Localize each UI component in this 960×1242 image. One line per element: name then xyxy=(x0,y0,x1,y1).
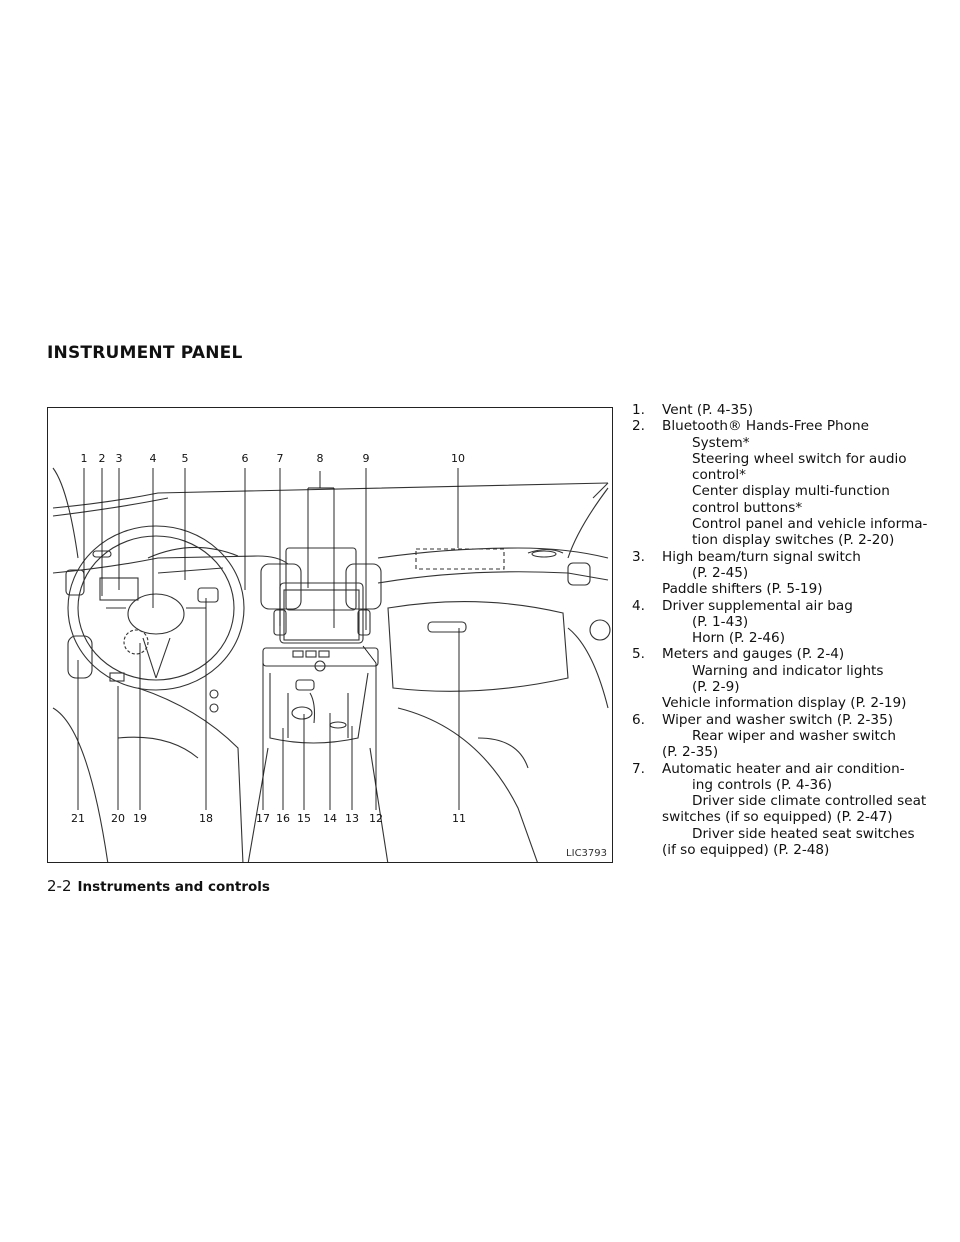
legend-item-6: 6. Wiper and washer switch (P. 2-35) Rea… xyxy=(632,712,932,761)
page-footer: 2-2 Instruments and controls xyxy=(47,877,270,895)
callout-4: 4 xyxy=(149,452,157,465)
item-line: control* xyxy=(692,467,746,484)
callout-9: 9 xyxy=(362,452,370,465)
item-line: (P. 1-43) xyxy=(692,613,749,630)
item-line: Driver side climate controlled seat xyxy=(692,793,927,810)
callout-5: 5 xyxy=(181,452,189,465)
callout-1: 1 xyxy=(80,452,88,465)
callout-20: 20 xyxy=(111,812,125,825)
instrument-panel-drawing xyxy=(52,467,611,862)
page-number: 2-2 xyxy=(47,877,72,895)
item-line: Driver supplemental air bag xyxy=(662,597,853,614)
item-number: 2. xyxy=(632,418,645,435)
legend-item-4: 4. Driver supplemental air bag (P. 1-43)… xyxy=(632,598,932,647)
item-line: Warning and indicator lights xyxy=(692,662,884,679)
item-line: System* xyxy=(692,434,750,451)
item-line: (P. 2-9) xyxy=(692,679,740,696)
legend-item-7: 7. Automatic heater and air condition- i… xyxy=(632,761,932,859)
callout-19: 19 xyxy=(133,812,147,825)
item-line: Wiper and washer switch (P. 2-35) xyxy=(662,711,894,728)
item-number: 4. xyxy=(632,597,645,614)
item-number: 1. xyxy=(632,402,645,418)
item-line: Paddle shifters (P. 5-19) xyxy=(662,581,823,598)
item-line: Bluetooth® Hands-Free Phone xyxy=(662,418,869,435)
item-line: Steering wheel switch for audio xyxy=(692,450,907,467)
callout-18: 18 xyxy=(199,812,213,825)
callout-10: 10 xyxy=(451,452,465,465)
legend-item-2: 2. Bluetooth® Hands-Free Phone System* S… xyxy=(632,418,932,548)
item-line: Horn (P. 2-46) xyxy=(692,630,786,647)
item-number: 7. xyxy=(632,760,645,777)
item-line: Driver side heated seat switches xyxy=(692,825,915,842)
item-line: Control panel and vehicle informa- xyxy=(692,516,928,533)
callout-7: 7 xyxy=(276,452,284,465)
callout-21: 21 xyxy=(71,812,85,825)
callout-17: 17 xyxy=(256,812,270,825)
figure-id: LIC3793 xyxy=(566,848,607,859)
callout-15: 15 xyxy=(297,812,311,825)
item-line: control buttons* xyxy=(692,499,803,516)
callout-2: 2 xyxy=(98,452,106,465)
item-line: switches (if so equipped) (P. 2-47) xyxy=(662,809,893,826)
callout-14: 14 xyxy=(323,812,337,825)
item-line: (P. 2-45) xyxy=(692,564,749,581)
section-title: INSTRUMENT PANEL xyxy=(47,343,243,363)
item-line: High beam/turn signal switch xyxy=(662,548,861,565)
item-number: 5. xyxy=(632,646,645,663)
item-number: 6. xyxy=(632,711,645,728)
item-line: tion display switches (P. 2-20) xyxy=(692,532,895,549)
callout-12: 12 xyxy=(369,812,383,825)
item-line: (if so equipped) (P. 2-48) xyxy=(662,842,830,859)
callout-13: 13 xyxy=(345,812,359,825)
legend-item-1: 1. Vent (P. 4-35) xyxy=(632,402,932,418)
legend-item-3: 3. High beam/turn signal switch (P. 2-45… xyxy=(632,549,932,598)
item-line: Automatic heater and air condition- xyxy=(662,760,905,777)
callout-3: 3 xyxy=(115,452,123,465)
item-line: Center display multi-function xyxy=(692,483,890,500)
footer-section-title: Instruments and controls xyxy=(77,879,270,895)
item-number: 3. xyxy=(632,548,645,565)
callout-8: 8 xyxy=(316,452,324,465)
item-line: (P. 2-35) xyxy=(662,744,719,761)
item-line: ing controls (P. 4-36) xyxy=(692,776,833,793)
instrument-panel-figure: 1 2 3 4 5 6 7 8 9 10 21 20 19 18 17 16 1… xyxy=(47,407,613,863)
item-line: Vehicle information display (P. 2-19) xyxy=(662,695,907,712)
item-line: Meters and gauges (P. 2-4) xyxy=(662,646,845,663)
item-line: Vent (P. 4-35) xyxy=(662,402,754,418)
callout-11: 11 xyxy=(452,812,466,825)
legend-item-5: 5. Meters and gauges (P. 2-4) Warning an… xyxy=(632,646,932,711)
callout-legend-list: 1. Vent (P. 4-35) 2. Bluetooth® Hands-Fr… xyxy=(632,402,932,858)
item-line: Rear wiper and washer switch xyxy=(692,727,896,744)
callout-6: 6 xyxy=(241,452,249,465)
callout-16: 16 xyxy=(276,812,290,825)
